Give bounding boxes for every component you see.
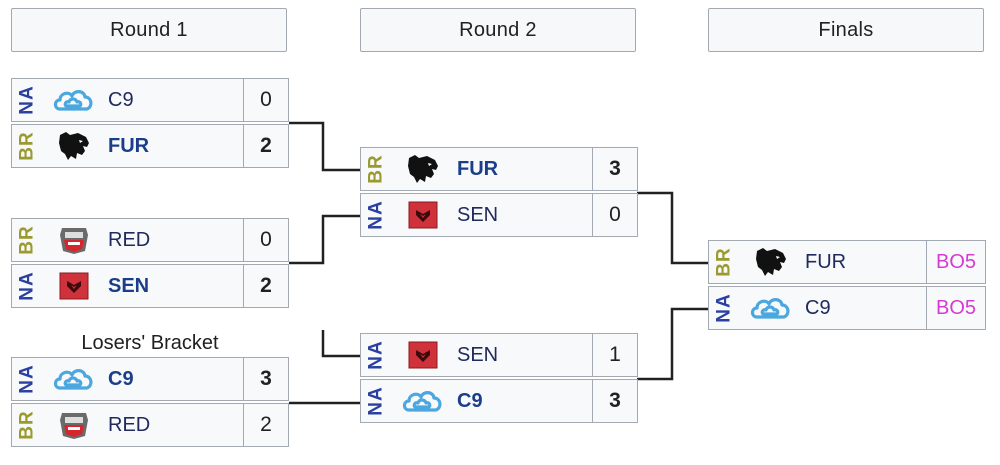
team-slot[interactable]: BR FUR 2	[11, 124, 289, 168]
team-slot[interactable]: NA C9 BO5	[708, 286, 986, 330]
furia-panther-logo	[741, 241, 801, 283]
sentinels-logo	[44, 265, 104, 307]
team-slot[interactable]: BR FUR BO5	[708, 240, 986, 284]
team-slot[interactable]: NA SEN 1	[360, 333, 638, 377]
header-finals: Finals	[708, 8, 984, 52]
connector-m1-to-r2	[289, 121, 360, 172]
team-slot[interactable]: NA SEN 2	[11, 264, 289, 308]
team-score: 0	[592, 194, 637, 236]
team-slot[interactable]: NA C9 3	[11, 357, 289, 401]
team-name[interactable]: FUR	[805, 250, 847, 273]
team-name[interactable]: SEN	[108, 274, 150, 297]
region-tag: BR	[12, 125, 44, 167]
team-score: 0	[243, 79, 288, 121]
region-label: NA	[16, 271, 38, 301]
region-label: BR	[16, 131, 38, 161]
region-label: BR	[713, 247, 735, 277]
team-name[interactable]: SEN	[457, 203, 499, 226]
region-tag: NA	[361, 380, 393, 422]
region-label: NA	[713, 293, 735, 323]
region-label: BR	[16, 225, 38, 255]
region-tag: BR	[709, 241, 741, 283]
region-tag: BR	[12, 404, 44, 446]
cloud9-logo	[44, 358, 104, 400]
furia-panther-logo	[44, 125, 104, 167]
connector-r2b-to-finals	[637, 307, 708, 381]
region-tag: NA	[12, 358, 44, 400]
team-slot[interactable]: BR RED 0	[11, 218, 289, 262]
team-name[interactable]: C9	[805, 296, 831, 319]
region-tag: NA	[361, 194, 393, 236]
region-tag: NA	[361, 334, 393, 376]
red-canids-logo	[44, 404, 104, 446]
team-score: 3	[592, 380, 637, 422]
region-tag: NA	[12, 265, 44, 307]
region-tag: NA	[709, 287, 741, 329]
team-name[interactable]: FUR	[457, 157, 499, 180]
connector-m2-to-r2	[289, 214, 360, 265]
region-label: BR	[16, 410, 38, 440]
team-slot[interactable]: BR RED 2	[11, 403, 289, 447]
connector-losers-in	[321, 330, 360, 358]
team-score: 2	[243, 125, 288, 167]
region-label: BR	[365, 154, 387, 184]
cloud9-logo	[741, 287, 801, 329]
cloud9-logo	[44, 79, 104, 121]
team-slot[interactable]: NA SEN 0	[360, 193, 638, 237]
team-score: BO5	[926, 241, 985, 283]
header-round-1: Round 1	[11, 8, 287, 52]
team-name[interactable]: C9	[108, 367, 134, 390]
region-label: NA	[365, 200, 387, 230]
team-score: 2	[243, 404, 288, 446]
team-name[interactable]: FUR	[108, 134, 150, 157]
team-name[interactable]: C9	[457, 389, 483, 412]
team-score: 2	[243, 265, 288, 307]
team-score: BO5	[926, 287, 985, 329]
region-label: NA	[365, 340, 387, 370]
team-slot[interactable]: BR FUR 3	[360, 147, 638, 191]
header-round-2: Round 2	[360, 8, 636, 52]
sentinels-logo	[393, 334, 453, 376]
losers-bracket-label: Losers' Bracket	[81, 332, 219, 354]
region-label: NA	[16, 364, 38, 394]
team-slot[interactable]: NA C9 0	[11, 78, 289, 122]
red-canids-logo	[44, 219, 104, 261]
region-tag: NA	[12, 79, 44, 121]
team-score: 0	[243, 219, 288, 261]
team-name[interactable]: RED	[108, 413, 151, 436]
team-score: 3	[243, 358, 288, 400]
team-name[interactable]: C9	[108, 88, 134, 111]
team-score: 3	[592, 148, 637, 190]
region-label: NA	[16, 85, 38, 115]
cloud9-logo	[393, 380, 453, 422]
team-name[interactable]: RED	[108, 228, 151, 251]
sentinels-logo	[393, 194, 453, 236]
region-tag: BR	[361, 148, 393, 190]
connector-r2a-to-finals	[637, 191, 708, 265]
region-tag: BR	[12, 219, 44, 261]
team-slot[interactable]: NA C9 3	[360, 379, 638, 423]
team-name[interactable]: SEN	[457, 343, 499, 366]
region-label: NA	[365, 386, 387, 416]
team-score: 1	[592, 334, 637, 376]
furia-panther-logo	[393, 148, 453, 190]
